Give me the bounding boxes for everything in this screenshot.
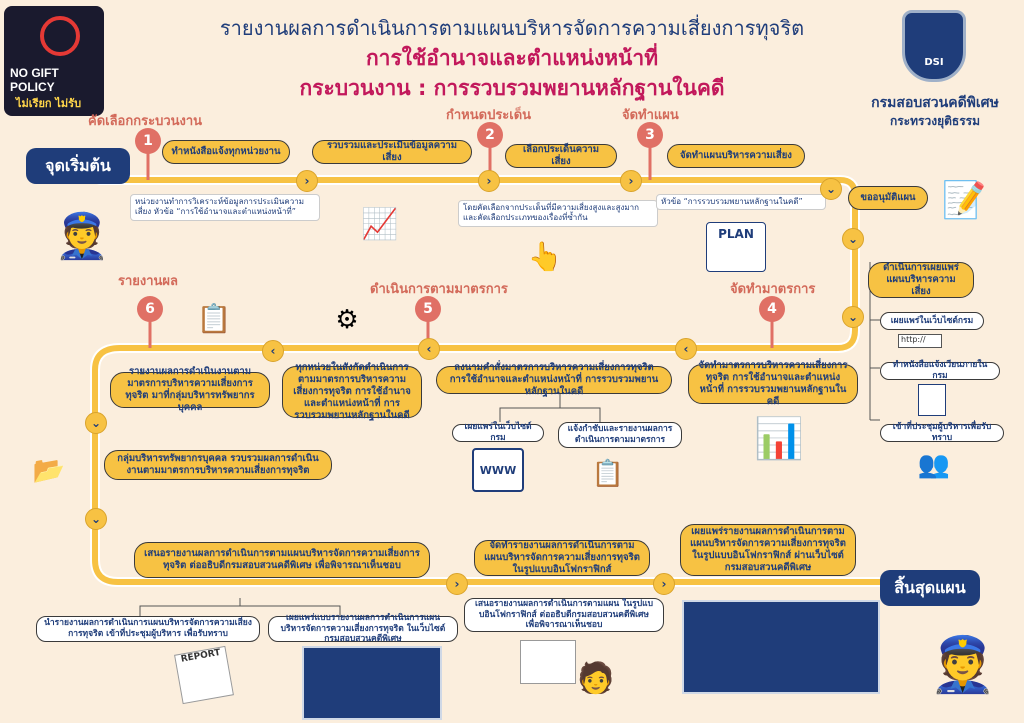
clipboard-check-icon: 📋 bbox=[591, 459, 625, 489]
box-submit-director: เสนอรายงานผลการดำเนินการตามแผนบริหารจัดก… bbox=[134, 542, 430, 578]
stage-6-label: รายงานผล bbox=[118, 274, 179, 289]
wbox-infographic-submit: เสนอรายงานผลการดำเนินการตามแผน ในรูปแบบอ… bbox=[464, 598, 664, 632]
note-topic: หัวข้อ “การรวบรวมพยานหลักฐานในคดี” bbox=[656, 194, 826, 211]
page-title-line2: การใช้อำนาจและตำแหน่งหน้าที่ bbox=[365, 46, 659, 70]
target-people-icon: 👆 bbox=[527, 239, 563, 273]
box-publish-infographic: เผยแพร่รายงานผลการดำเนินการตามแผนบริหารจ… bbox=[680, 524, 856, 576]
stage-1-label: คัดเลือกกระบวนงาน bbox=[88, 114, 203, 129]
wbox-exec-meeting: เข้าที่ประชุมผู้บริหารเพื่อรับทราบ bbox=[880, 422, 1004, 443]
report-board-icon: 📋 bbox=[196, 301, 232, 335]
arrow-down-icon: ⌄ bbox=[820, 178, 842, 200]
no-sign-icon bbox=[40, 16, 80, 56]
url-bar-icon: http:// bbox=[898, 334, 942, 348]
box-sign-measures: ลงนามคำสั่งมาตรการบริหารความเสี่ยงการทุจ… bbox=[436, 362, 672, 397]
box-collect-risk-data: รวบรวมและประเมินข้อมูลความเสี่ยง bbox=[312, 140, 472, 164]
page-title-line3: กระบวนงาน : การรวบรวมพยานหลักฐานในคดี bbox=[299, 76, 725, 100]
box-notify-all-units: ทำหนังสือแจ้งทุกหน่วยงาน bbox=[162, 140, 290, 164]
note-select-criteria: โดยคัดเลือกจากประเด็นที่มีความเสี่ยงสูงแ… bbox=[458, 200, 658, 227]
wbox-publish-website: เผยแพร่ในเว็บไซต์กรม bbox=[880, 312, 984, 330]
no-gift-slogan: ไม่เรียก ไม่รับ bbox=[16, 97, 82, 110]
arrow-left-icon: ‹ bbox=[675, 338, 697, 360]
stage-4-number: 4 bbox=[759, 296, 785, 322]
box-create-infographic: จัดทำรายงานผลการดำเนินการตามแผนบริหารจัด… bbox=[474, 540, 650, 576]
wbox-publish-website-2: เผยแพร่ในเว็บไซต์กรม bbox=[452, 422, 544, 443]
dsi-badge: DSI bbox=[902, 10, 966, 82]
document-icon bbox=[918, 384, 946, 416]
no-gift-policy-logo: NO GIFT POLICY ไม่เรียก ไม่รับ bbox=[4, 6, 104, 116]
folder-people-icon: 📂 bbox=[32, 456, 66, 486]
ministry-name: กระทรวงยุติธรรม bbox=[889, 114, 981, 128]
stage-4-label: จัดทำมาตรการ bbox=[730, 282, 816, 297]
start-button: จุดเริ่มต้น bbox=[26, 148, 130, 184]
report-paper-image: REPORT bbox=[174, 645, 234, 705]
arrow-left-icon: ‹ bbox=[418, 338, 440, 360]
arrow-right-icon: › bbox=[653, 573, 675, 595]
box-report-results: รายงานผลการดำเนินงานตามมาตรการบริหารความ… bbox=[110, 366, 270, 413]
stage-3-label: จัดทำแผน bbox=[622, 108, 679, 123]
stage-3-number: 3 bbox=[637, 122, 663, 148]
arrow-down-icon: ⌄ bbox=[85, 412, 107, 434]
no-gift-brand: NO GIFT POLICY bbox=[10, 66, 59, 94]
box-publish-plan: ดำเนินการเผยแพร่แผนบริหารความเสี่ยง bbox=[868, 262, 974, 298]
arrow-right-icon: › bbox=[478, 170, 500, 192]
box-approve-plan: ขออนุมัติแผน bbox=[848, 186, 928, 210]
plan-paper-icon: PLAN bbox=[706, 222, 766, 272]
arrow-down-icon: ⌄ bbox=[842, 228, 864, 250]
infographic-board-image bbox=[520, 640, 576, 684]
wbox-enforce-report: แจ้งกำชับและรายงานผลการดำเนินการตามมาตรก… bbox=[558, 422, 682, 448]
page-title-line1: รายงานผลการดำเนินการตามแผนบริหารจัดการคว… bbox=[219, 16, 805, 40]
end-button: สิ้นสุดแผน bbox=[880, 570, 980, 606]
data-analysis-icon: 📈 bbox=[361, 206, 399, 242]
officers-cartoon-image: 👮 bbox=[929, 633, 997, 696]
stage-2-label: กำหนดประเด็น bbox=[446, 108, 532, 123]
website-screenshot-1 bbox=[302, 646, 442, 720]
box-create-measures: จัดทำมาตรการบริหารความเสี่ยงการทุจริต กา… bbox=[688, 360, 858, 407]
arrow-down-icon: ⌄ bbox=[85, 508, 107, 530]
arrow-right-icon: › bbox=[620, 170, 642, 192]
arrow-right-icon: › bbox=[296, 170, 318, 192]
www-icon: WWW bbox=[472, 448, 524, 492]
stage-6-number: 6 bbox=[137, 296, 163, 322]
presenter-cartoon-image: 🧑 bbox=[577, 660, 615, 696]
org-name: กรมสอบสวนคดีพิเศษ bbox=[871, 95, 999, 111]
website-screenshot-2 bbox=[682, 600, 880, 694]
stage-5-number: 5 bbox=[415, 296, 441, 322]
stage-5-label: ดำเนินการตามมาตรการ bbox=[370, 282, 508, 297]
wbox-exec-meeting-report: นำรายงานผลการดำเนินการแผนบริหารจัดการควา… bbox=[36, 616, 260, 642]
approval-document-icon: 📝 bbox=[941, 180, 987, 221]
box-select-risk-issue: เลือกประเด็นความเสี่ยง bbox=[505, 144, 617, 168]
box-units-implement: ทุกหน่วยในสังกัดดำเนินการตามมาตรการบริหา… bbox=[282, 362, 422, 421]
wbox-internal-circular: ทำหนังสือแจ้งเวียนภายในกรม bbox=[880, 360, 1000, 381]
stage-1-number: 1 bbox=[135, 128, 161, 154]
dsi-badge-text: DSI bbox=[924, 57, 944, 68]
arrow-left-icon: ‹ bbox=[262, 340, 284, 362]
presentation-icon: 📊 bbox=[754, 415, 804, 462]
box-create-risk-plan: จัดทำแผนบริหารความเสี่ยง bbox=[667, 144, 805, 168]
box-hr-compile: กลุ่มบริหารทรัพยากรบุคคล รวบรวมผลการดำเน… bbox=[104, 450, 332, 480]
ideas-gear-icon: ⚙ bbox=[335, 305, 359, 335]
arrow-right-icon: › bbox=[446, 573, 468, 595]
note-analyze-risk: หน่วยงานทำการวิเคราะห์ข้อมูลการประเมินคว… bbox=[130, 194, 320, 221]
stage-2-number: 2 bbox=[477, 122, 503, 148]
officer-cartoon-image: 👮 bbox=[54, 211, 110, 262]
arrow-down-icon: ⌄ bbox=[842, 306, 864, 328]
meeting-icon: 👥 bbox=[917, 450, 951, 480]
wbox-publish-report: เผยแพร่แบบรายงานผลการดำเนินการแผนบริหารจ… bbox=[268, 613, 458, 644]
